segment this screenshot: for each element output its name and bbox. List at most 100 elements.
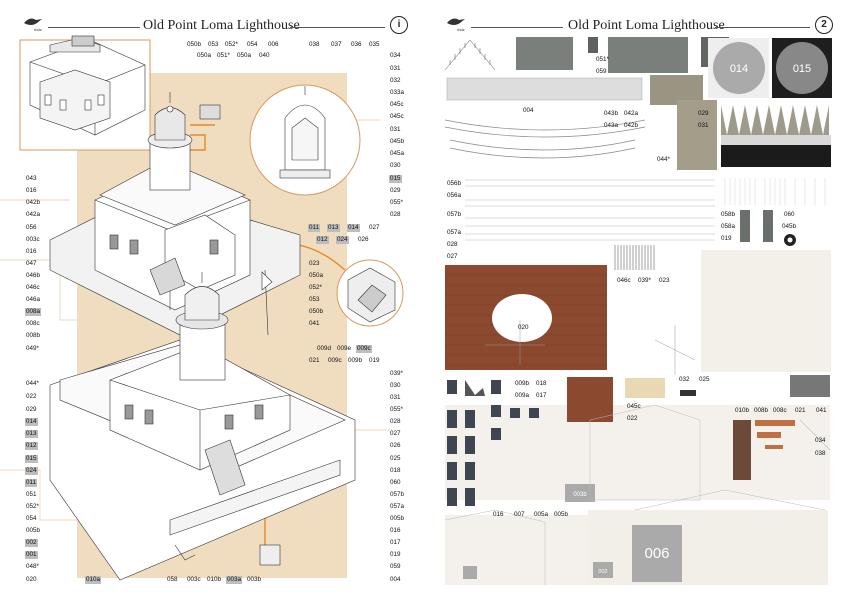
part-label: 040 (259, 52, 270, 59)
part-label: 009e (337, 345, 352, 352)
part-label: 045c (390, 113, 404, 120)
part-label: 016 (26, 248, 37, 255)
publisher-logo-icon: rbdz (447, 18, 465, 32)
part-label: 018 (390, 467, 401, 474)
part-label: 052* (26, 503, 39, 510)
part-label: 043 (26, 175, 37, 182)
title-rule-left (471, 27, 563, 28)
part-002-label: 002 (598, 569, 607, 575)
part-label: 019 (369, 357, 380, 364)
part-label: 038 (815, 450, 826, 457)
part-014 (713, 42, 765, 94)
part-label: 023 (309, 260, 320, 267)
left-page: rbdz Old Point Loma Lighthouse i (0, 16, 408, 584)
part-label: 046a (26, 296, 41, 303)
part-015-label: 015 (793, 63, 811, 75)
part-label: 031 (698, 122, 709, 129)
part-label: 042a (624, 110, 639, 117)
part-label: 003a (226, 576, 243, 584)
part-label: 007 (514, 511, 525, 518)
part-label: 046c (617, 277, 631, 284)
part-label: 009c (328, 357, 342, 364)
part-label: 035 (369, 41, 380, 48)
part-label: 009d (317, 345, 332, 352)
part-label: 013 (25, 430, 38, 438)
part-label: 028 (390, 418, 401, 425)
part-label: 053 (208, 41, 219, 48)
part-label: 052* (225, 41, 238, 48)
part-label: 016 (26, 187, 37, 194)
part-label: 016 (390, 527, 401, 534)
part-label: 025 (390, 455, 401, 462)
part-label: 027 (390, 430, 401, 437)
part-label: 031 (390, 126, 401, 133)
part-label: 004 (390, 576, 401, 583)
part-label: 009b (515, 380, 530, 387)
part-label: 024 (25, 467, 38, 475)
part-label: 010a (85, 576, 102, 584)
part-label: 022 (26, 393, 37, 400)
part-label: 008a (25, 308, 42, 316)
part-label: 045b (390, 138, 405, 145)
part-label: 047 (26, 260, 37, 267)
part-label: 013 (327, 224, 340, 232)
part-label: 021 (795, 407, 806, 414)
part-label: 005b (554, 511, 569, 518)
part-label: 052* (309, 284, 322, 291)
part-label: 016 (493, 511, 504, 518)
part-014-label: 014 (730, 63, 748, 75)
part-label: 026 (358, 236, 369, 243)
part-label: 056b (447, 180, 462, 187)
part-label: 008b (754, 407, 769, 414)
part-label: 003c (26, 236, 40, 243)
part-label: 045a (390, 150, 405, 157)
svg-text:rbdz: rbdz (34, 27, 42, 32)
page-title: Old Point Loma Lighthouse (568, 18, 725, 33)
page-number: i (390, 16, 408, 34)
part-label: 014 (25, 418, 38, 426)
part-label: 059 (596, 68, 607, 75)
part-label: 045b (782, 223, 797, 230)
part-006-label: 006 (644, 545, 669, 562)
part-label: 058b (721, 211, 736, 218)
part-006 (632, 525, 682, 582)
part-label: 054 (247, 41, 258, 48)
part-label: 034 (815, 437, 826, 444)
part-label: 044* (26, 380, 39, 387)
part-label: 005b (390, 515, 405, 522)
part-003b-label: 003b (573, 492, 587, 498)
part-label: 057a (390, 503, 405, 510)
part-label: 030 (390, 162, 401, 169)
part-label: 042a (26, 211, 41, 218)
part-label: 008c (26, 320, 40, 327)
part-label: 039* (390, 370, 403, 377)
part-label: 057b (447, 211, 462, 218)
part-label: 058 (167, 576, 178, 583)
part-label: 050b (187, 41, 202, 48)
part-label: 010b (207, 576, 222, 583)
part-label: 025 (699, 376, 710, 383)
part-label: 012 (316, 236, 329, 244)
part-label: 006 (268, 41, 279, 48)
part-label: 022 (627, 415, 638, 422)
page-title: Old Point Loma Lighthouse (143, 18, 300, 33)
part-label: 021 (309, 357, 320, 364)
part-label: 050a (197, 52, 212, 59)
part-label: 042b (26, 199, 41, 206)
part-label: 039* (638, 277, 651, 284)
part-label: 024 (336, 236, 349, 244)
part-label: 027 (369, 224, 380, 231)
part-label: 050b (309, 308, 324, 315)
part-label: 015 (389, 175, 402, 183)
part-002 (593, 562, 613, 578)
part-label: 056 (26, 224, 37, 231)
page-number: 2 (815, 16, 833, 34)
part-label: 054 (26, 515, 37, 522)
part-label: 011 (25, 479, 38, 487)
part-label: 020 (518, 324, 529, 331)
part-label: 015 (25, 455, 38, 463)
part-label: 053 (309, 296, 320, 303)
part-label: 033a (390, 89, 405, 96)
part-label: 032 (390, 77, 401, 84)
part-label: 051* (596, 56, 609, 63)
